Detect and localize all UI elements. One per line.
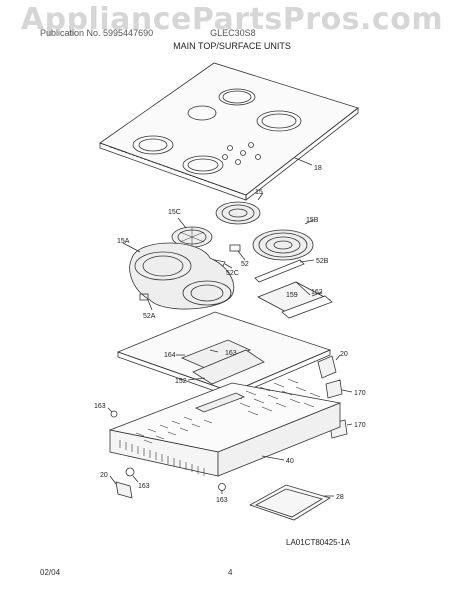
footer-date: 02/04	[40, 568, 61, 577]
callout-clip-left: 52A	[143, 313, 156, 320]
footer-page-number: 4	[228, 568, 233, 577]
callout-cover-plate: 28	[336, 494, 344, 501]
callout-strain-relief-upper: 170	[354, 390, 366, 397]
callout-screw-bottom: 163	[216, 497, 228, 504]
callout-bracket: 164	[164, 352, 176, 359]
watermark-text: AppliancePartsPros.com	[20, 2, 444, 37]
surface-element-small-upper	[215, 192, 264, 225]
publication-header: Publication No. 5995447690 GLEC30S8	[40, 28, 256, 38]
cooktop-burner-marks	[132, 88, 302, 175]
terminal-lower-left	[109, 475, 133, 499]
callout-strain-relief-lower: 170	[354, 422, 366, 429]
surface-element-small-left	[171, 217, 213, 248]
surface-element-large-right	[252, 219, 314, 261]
callout-clip-right: 52B	[316, 258, 329, 265]
screw-bottom	[218, 483, 226, 494]
illustration-id: LA01CT80425-1A	[286, 538, 351, 547]
mounting-bracket	[116, 311, 332, 398]
terminal-block-right	[317, 354, 341, 379]
callout-screw-lower-left: 163	[138, 483, 150, 490]
screw-left	[107, 407, 118, 418]
insulation-pad	[281, 291, 333, 319]
leader-main-top	[294, 157, 313, 166]
callout-clip-center: 52	[241, 261, 249, 268]
screw-lower-left	[125, 467, 139, 483]
callout-support-bar: 152	[175, 378, 187, 385]
callout-element-small-upper: 15	[255, 189, 263, 196]
section-title: MAIN TOP/SURFACE UNITS	[173, 41, 291, 51]
surface-element-dual-left	[122, 242, 235, 310]
burner-box	[108, 382, 342, 477]
leader-box	[261, 455, 285, 461]
cover-plate	[249, 484, 334, 521]
cooktop-glass	[99, 62, 359, 201]
clip-center	[229, 244, 246, 261]
box-center-bracket	[195, 392, 245, 413]
callout-element-dual-left: 15A	[117, 238, 130, 245]
callout-screw-left: 163	[94, 403, 106, 410]
publication-number: Publication No. 5995447690	[40, 28, 154, 38]
clip-right	[254, 259, 315, 283]
callout-element-small-left: 15C	[168, 209, 181, 216]
callout-bracket-screw: 163	[225, 350, 237, 357]
callout-terminal-lower: 20	[100, 472, 108, 479]
callout-labels: 18 15 15C 15B 15A 52 52C 52B 52A 159 162…	[94, 165, 366, 547]
callout-box: 40	[286, 458, 294, 465]
model-number: GLEC30S8	[210, 28, 256, 38]
callout-terminal-block: 20	[340, 351, 348, 358]
clip-left	[139, 293, 153, 311]
callout-element-large-right: 15B	[306, 217, 319, 224]
callout-main-top: 18	[314, 165, 322, 172]
callout-heat-shield: 159	[286, 292, 298, 299]
control-indicators	[222, 142, 261, 165]
callout-insulation: 162	[311, 289, 323, 296]
callout-clip-center-lower: 52C	[226, 270, 239, 277]
strain-relief-upper	[325, 379, 353, 399]
